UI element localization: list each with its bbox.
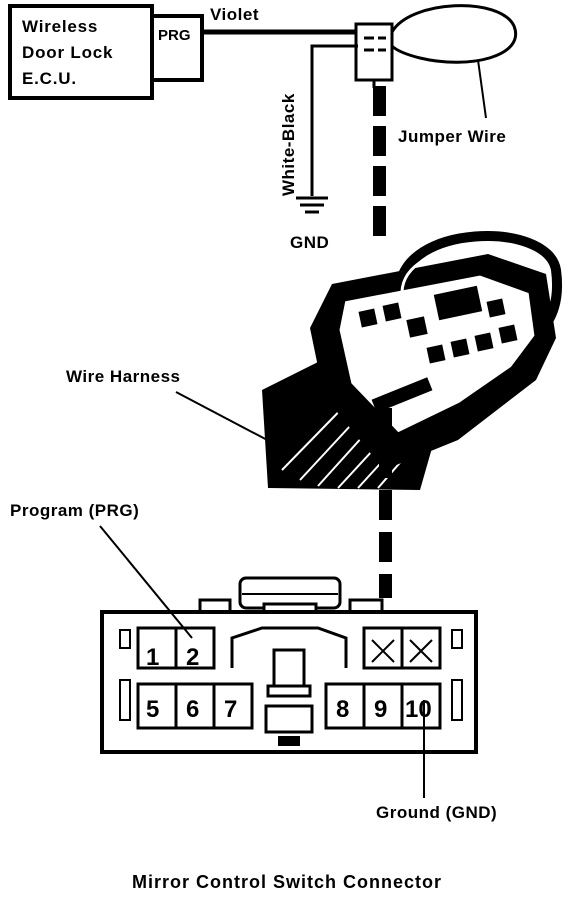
ecu-terminal-label: PRG xyxy=(158,27,191,44)
small-connector xyxy=(354,22,394,88)
violet-label: Violet xyxy=(210,5,259,24)
diagram-caption: Mirror Control Switch Connector xyxy=(132,872,442,892)
ecu-label-line-3: E.C.U. xyxy=(22,69,77,88)
pin-1: 1 xyxy=(146,644,159,671)
pin-10: 10 xyxy=(405,696,432,723)
jumper-wire-leader xyxy=(477,59,487,119)
ground-label: Ground (GND) xyxy=(376,803,497,822)
jumper-wire-label: Jumper Wire xyxy=(398,127,506,146)
ground-symbol xyxy=(296,196,328,214)
lower-dashed-connection xyxy=(379,408,392,598)
program-label: Program (PRG) xyxy=(10,501,139,520)
wire-harness-leader xyxy=(175,391,291,453)
wire-harness-plug xyxy=(262,231,562,490)
ecu-label-line-2: Door Lock xyxy=(22,43,113,62)
pin-6: 6 xyxy=(186,696,199,723)
upper-dashed-connection xyxy=(373,86,386,236)
pin-2: 2 xyxy=(186,644,199,671)
program-leader xyxy=(99,525,193,639)
pin-9: 9 xyxy=(374,696,387,723)
pin-5: 5 xyxy=(146,696,159,723)
jumper-wire-loop xyxy=(390,4,518,64)
mirror-switch-connector: 1 2 5 6 7 8 9 10 xyxy=(100,576,478,754)
pin-7: 7 xyxy=(224,696,237,723)
wire-harness-label: Wire Harness xyxy=(66,367,181,386)
gnd-label: GND xyxy=(290,233,329,252)
pin-8: 8 xyxy=(336,696,349,723)
unused-pin-marks xyxy=(371,639,433,663)
ecu-box: Wireless Door Lock E.C.U. PRG xyxy=(8,4,204,100)
ecu-label-line-1: Wireless xyxy=(22,17,98,36)
white-black-wire xyxy=(310,44,358,196)
white-black-label: White-Black xyxy=(279,93,298,196)
